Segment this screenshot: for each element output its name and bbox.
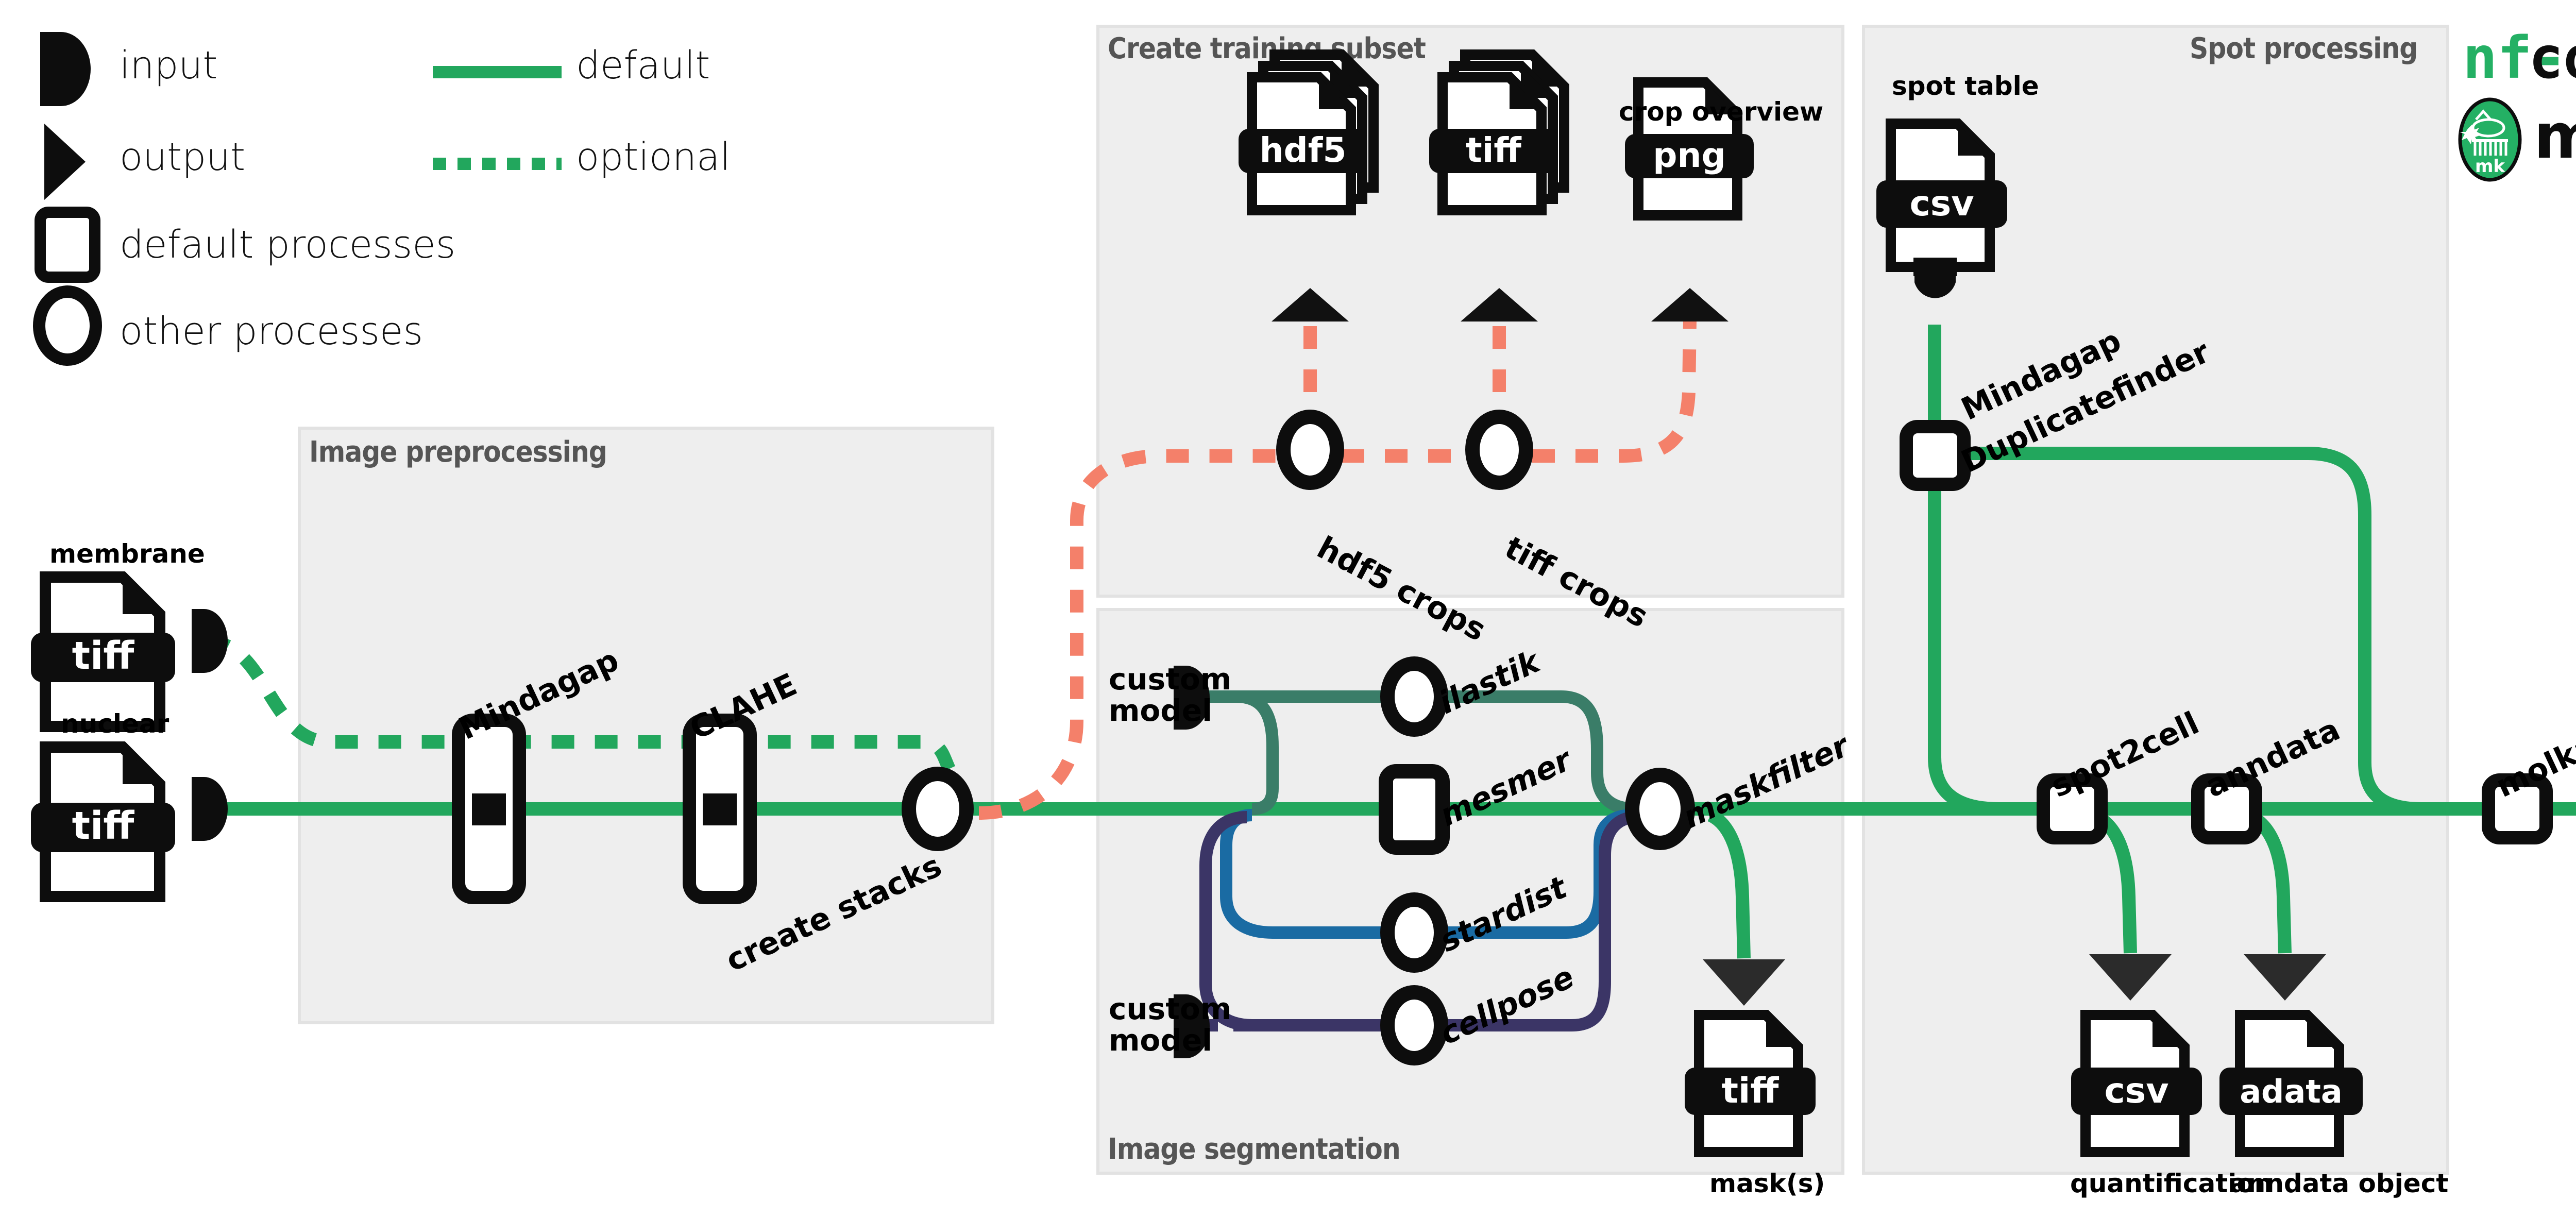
file-type-tiff-crops: tiff (1466, 130, 1522, 170)
process-node-cellpose[interactable] (1380, 985, 1448, 1065)
file-icon-png: png (1625, 77, 1754, 221)
label-nuclear: nuclear (61, 709, 170, 739)
process-node-tiff-crops[interactable] (1465, 410, 1533, 490)
legend-label-other-processes: other processes (120, 309, 423, 353)
process-node-molkartqc[interactable] (2482, 773, 2553, 844)
panel-title-create-training-subset: Create training subset (1108, 32, 1426, 65)
file-type-png: png (1653, 136, 1725, 175)
legend-label-optional-edge: optional (576, 135, 731, 179)
input-marker-custom-model-1 (1174, 666, 1210, 730)
label-quantification: quantification (2070, 1169, 2273, 1198)
file-type-membrane: tiff (72, 634, 135, 678)
file-icon-spot-table: csv (1876, 119, 2007, 272)
label-spot-table: spot table (1892, 71, 2039, 101)
file-icon-nuclear: tiff (31, 741, 175, 902)
output-arrow-masks (1703, 959, 1785, 1006)
process-node-maskfilter[interactable] (1625, 768, 1695, 850)
input-marker-spot-table (1913, 258, 1957, 298)
file-type-hdf5: hdf5 (1260, 130, 1347, 170)
label-membrane: membrane (49, 539, 205, 569)
legend-label-input: input (120, 43, 218, 88)
input-marker-custom-model-2 (1174, 994, 1210, 1058)
output-arrow-quantification (2089, 954, 2172, 1001)
process-node-create-stacks[interactable] (902, 767, 974, 851)
panel-image-preprocessing (298, 427, 994, 1024)
process-node-mesmer[interactable] (1379, 764, 1450, 855)
panel-title-image-segmentation: Image segmentation (1108, 1132, 1401, 1166)
output-arrow-hdf5 (1272, 288, 1349, 322)
file-icon-anndata-object: adata (2219, 1010, 2363, 1157)
label-custom-model-1-line1: custom model (1109, 662, 1232, 728)
file-type-anndata-object: adata (2240, 1073, 2343, 1110)
process-node-anndata[interactable] (2191, 773, 2262, 844)
process-node-ilastik[interactable] (1380, 656, 1448, 737)
process-node-mindagap[interactable] (452, 714, 526, 904)
process-node-mindagap-duplicatefinder[interactable] (1900, 420, 1971, 491)
legend-label-output: output (120, 135, 246, 179)
panel-spot-processing (1862, 25, 2449, 1175)
file-type-quantification: csv (2104, 1071, 2168, 1111)
process-node-spot2cell[interactable] (2037, 773, 2108, 844)
label-masks: mask(s) (1709, 1169, 1825, 1198)
file-type-nuclear: tiff (72, 804, 135, 848)
badge-text: mk (2475, 156, 2505, 177)
logo-molkart: molkart (2534, 101, 2576, 173)
panel-title-spot-processing: Spot processing (2190, 32, 2418, 65)
label-anndata-object: anndata object (2230, 1169, 2449, 1198)
file-icon-hdf5: hdf5 (1239, 49, 1379, 215)
file-icon-masks: tiff (1685, 1010, 1816, 1157)
output-arrow-png (1651, 288, 1728, 322)
file-icon-tiff-crops: tiff (1429, 49, 1569, 215)
file-type-masks: tiff (1722, 1071, 1780, 1111)
input-marker-nuclear (192, 777, 228, 841)
file-type-spot-table: csv (1909, 183, 1974, 224)
label-crop-overview: crop overview (1619, 97, 1824, 127)
molkart-badge-icon: mk (2458, 97, 2522, 182)
logo-core: core/ (2529, 25, 2576, 92)
process-node-hdf5-crops[interactable] (1276, 410, 1344, 490)
panel-title-image-preprocessing: Image preprocessing (309, 435, 607, 469)
label-custom-model-2-line1: custom model (1109, 991, 1232, 1058)
file-icon-quantification: csv (2071, 1010, 2202, 1157)
logo-nf: nf- (2463, 25, 2567, 92)
legend-label-default-edge: default (576, 43, 710, 88)
file-icon-membrane: tiff (31, 571, 175, 732)
legend-label-default-processes: default processes (120, 223, 456, 267)
input-marker-membrane (192, 609, 228, 673)
process-node-clahe[interactable] (683, 714, 757, 904)
output-arrow-tiff-crops (1461, 288, 1538, 322)
process-node-stardist[interactable] (1380, 892, 1448, 973)
output-arrow-anndata (2244, 954, 2326, 1001)
